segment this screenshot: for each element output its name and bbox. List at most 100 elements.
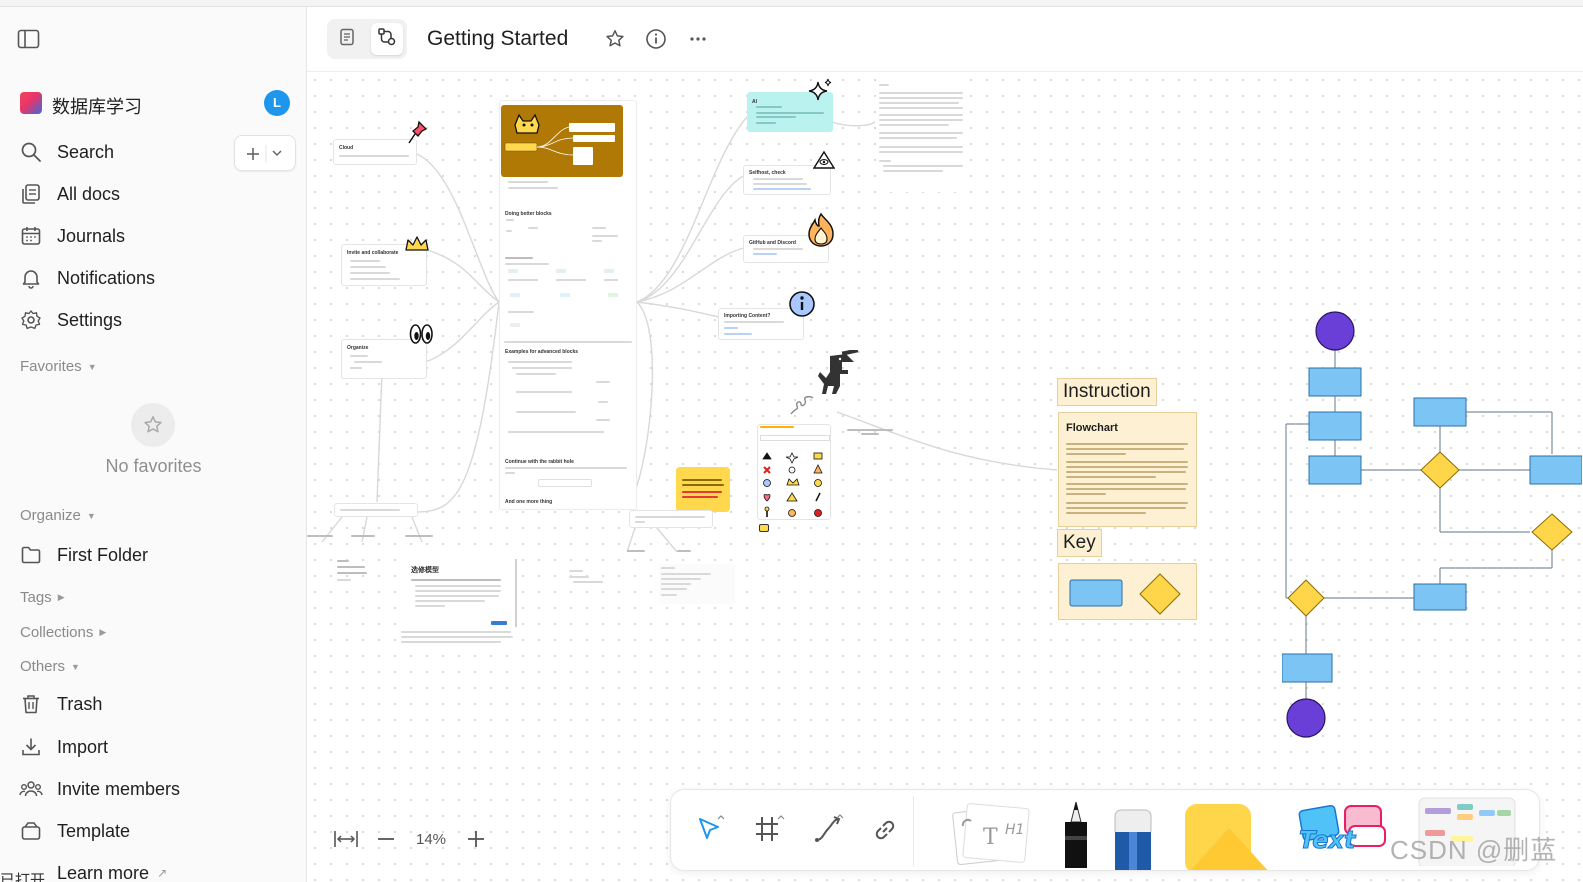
card-sticky-note[interactable]	[676, 467, 730, 512]
caret-right-icon: ▶	[57, 592, 65, 602]
card-faint-doc[interactable]	[877, 74, 965, 192]
workspace-switcher[interactable]: 数据库学习 L	[18, 89, 293, 117]
sidebar-toggle-icon[interactable]	[17, 29, 41, 49]
card-invite[interactable]: Invite and collaborate	[341, 244, 427, 286]
sidebar-item-label: Notifications	[57, 267, 156, 288]
sidebar-item-trash[interactable]: Trash	[18, 689, 218, 719]
sidebar-item-notifications[interactable]: Notifications	[18, 263, 218, 293]
caret-down-icon: ▼	[87, 361, 97, 372]
main-doc-cover-image	[501, 105, 623, 177]
card-faint-label[interactable]	[847, 427, 897, 437]
link-tool[interactable]	[865, 812, 905, 852]
sidebar-item-all-docs[interactable]: All docs	[18, 179, 218, 209]
edgeless-mode-button[interactable]	[371, 23, 403, 55]
new-doc-button[interactable]	[234, 135, 296, 171]
card-selfhost[interactable]: Selfhost, check	[743, 165, 831, 195]
zoom-level[interactable]: 14%	[416, 831, 447, 848]
template-icon	[18, 818, 44, 844]
mindmap-tool[interactable]	[1411, 797, 1521, 868]
card-faint-list[interactable]	[567, 566, 619, 590]
shape-tool[interactable]	[1171, 802, 1281, 870]
sidebar-item-label: First Folder	[57, 544, 149, 565]
others-header[interactable]: Others▼	[20, 658, 80, 675]
card-pdf-list[interactable]	[335, 556, 417, 596]
zoom-controls: 14%	[333, 824, 493, 854]
frame-tool[interactable]	[749, 812, 789, 852]
flowchart-diagram[interactable]	[1282, 304, 1582, 764]
sidebar-item-label: All docs	[57, 183, 121, 204]
card-title: 选修模型	[411, 567, 439, 574]
favorite-star-icon[interactable]	[603, 27, 627, 51]
text-tool[interactable]: Text	[1291, 798, 1391, 868]
external-link-icon: ↗	[157, 866, 168, 880]
organize-header[interactable]: Organize▼	[20, 507, 96, 524]
pointer-tool[interactable]	[691, 812, 731, 852]
sidebar-item-learn-more[interactable]: Learn more ↗	[18, 858, 218, 882]
crown-icon	[404, 234, 430, 259]
sidebar-item-invite-members[interactable]: Invite members	[18, 774, 218, 804]
edgeless-canvas[interactable]: Cloud Invite and collaborate Organize	[307, 72, 1583, 882]
sidebar-item-journals[interactable]: Journals	[18, 221, 218, 251]
eraser-tool[interactable]	[1111, 808, 1155, 870]
gear-icon	[18, 307, 44, 333]
user-avatar[interactable]: L	[264, 90, 290, 116]
others-header-label: Others	[20, 658, 66, 675]
fit-to-screen-icon[interactable]	[333, 828, 359, 855]
page-mode-icon	[338, 28, 356, 51]
card-emoji-picker[interactable]	[757, 424, 831, 520]
doc-title[interactable]: Getting Started	[427, 27, 569, 50]
sidebar-item-settings[interactable]: Settings	[18, 305, 218, 335]
card-title: Organize	[347, 345, 369, 351]
pen-icon	[1061, 798, 1091, 871]
flowchart-card-title: Flowchart	[1066, 422, 1118, 434]
card-importing[interactable]: Importing Content?	[718, 308, 804, 340]
docs-icon	[18, 181, 44, 207]
card-title: Importing Content?	[724, 313, 771, 319]
flowchart-instruction-card[interactable]: Flowchart	[1058, 412, 1197, 527]
doc-section-heading: And one more thing	[505, 499, 553, 505]
tags-header[interactable]: Tags ▶	[20, 589, 65, 606]
caret-right-icon: ▶	[99, 627, 107, 637]
favorites-header[interactable]: Favorites ▼	[20, 358, 97, 375]
info-icon[interactable]	[644, 27, 668, 51]
svg-text:H1: H1	[1005, 822, 1024, 838]
workspace-name: 数据库学习	[52, 97, 142, 117]
card-small-node[interactable]	[334, 503, 418, 517]
instruction-label[interactable]: Instruction	[1057, 378, 1157, 406]
link-icon	[870, 815, 900, 850]
edgeless-mode-icon	[377, 27, 397, 52]
flowchart-key-card[interactable]	[1058, 563, 1197, 620]
card-cloud[interactable]: Cloud	[333, 139, 417, 165]
sidebar-item-label: Invite members	[57, 778, 181, 799]
sidebar-item-first-folder[interactable]: First Folder	[18, 540, 218, 570]
shape-icon	[1171, 802, 1281, 870]
favorites-header-label: Favorites	[20, 358, 82, 375]
invite-icon	[18, 776, 44, 802]
note-pack-tool[interactable]: T H1	[943, 798, 1039, 868]
key-label[interactable]: Key	[1057, 529, 1102, 557]
sidebar-item-import[interactable]: Import	[18, 732, 218, 762]
page-mode-button[interactable]	[331, 23, 363, 55]
pen-tool[interactable]	[1061, 800, 1091, 870]
doc-section-heading: Doing better blocks	[505, 211, 552, 217]
fire-icon	[805, 212, 837, 253]
card-faint-list[interactable]	[659, 564, 735, 604]
sidebar-item-template[interactable]: Template	[18, 816, 218, 846]
tags-header-label: Tags	[20, 589, 52, 606]
card-main-doc[interactable]: Doing better blocks Examples for advance…	[499, 100, 637, 510]
card-pdf-preview[interactable]: 选修模型	[397, 559, 521, 644]
sparkle-icon	[807, 78, 833, 109]
zoom-out-icon[interactable]	[375, 828, 397, 855]
more-options-icon[interactable]	[686, 27, 710, 51]
zoom-in-icon[interactable]	[465, 828, 487, 855]
bell-icon	[18, 265, 44, 291]
svg-text:T: T	[983, 825, 998, 850]
connector-tool[interactable]	[809, 812, 849, 852]
card-small-node[interactable]	[629, 510, 713, 528]
pushpin-icon	[407, 120, 429, 151]
doc-section-heading: Examples for advanced blocks	[505, 349, 579, 355]
window-top-bar	[0, 0, 1583, 7]
sidebar-item-search[interactable]: Search	[18, 137, 218, 167]
card-organize[interactable]: Organize	[341, 339, 427, 379]
collections-header[interactable]: Collections▶	[20, 624, 106, 641]
